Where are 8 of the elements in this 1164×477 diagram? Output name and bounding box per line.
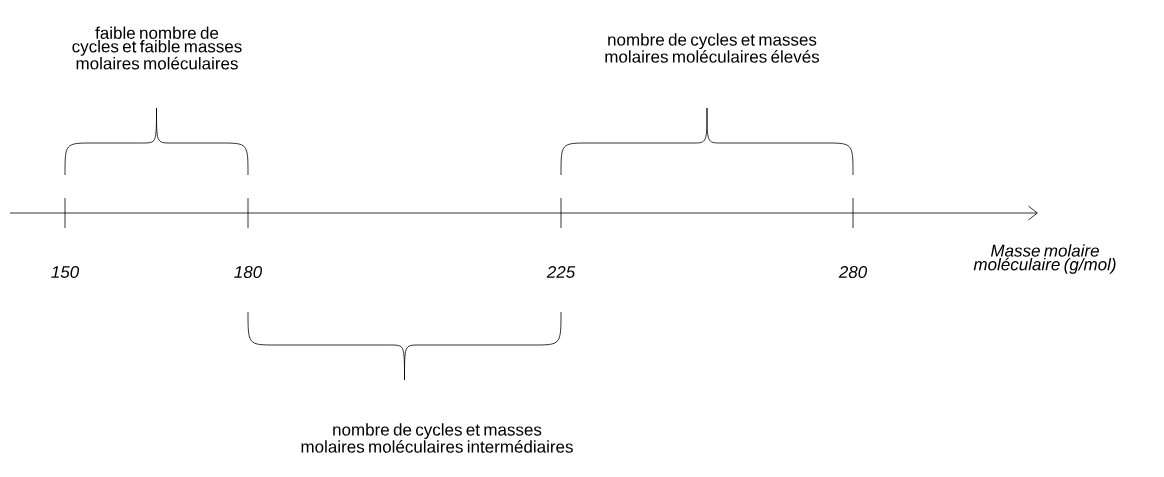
- axis-label: Masse molaire moléculaire (g/mol): [973, 244, 1116, 274]
- tick-label: 180: [234, 266, 263, 279]
- tick-label: 225: [546, 266, 576, 279]
- tick-label: 280: [838, 266, 868, 279]
- annotation-text: nombre de cycles et masses molaires moléculaires intermédiaires: [301, 423, 573, 453]
- annotation-text: faible nombre de cycles et faible masses molaires moléculaires: [72, 26, 242, 70]
- tick-label: 150: [51, 266, 80, 279]
- annotation-text: nombre de cycles et masses molaires moléculaires élevés: [605, 33, 820, 63]
